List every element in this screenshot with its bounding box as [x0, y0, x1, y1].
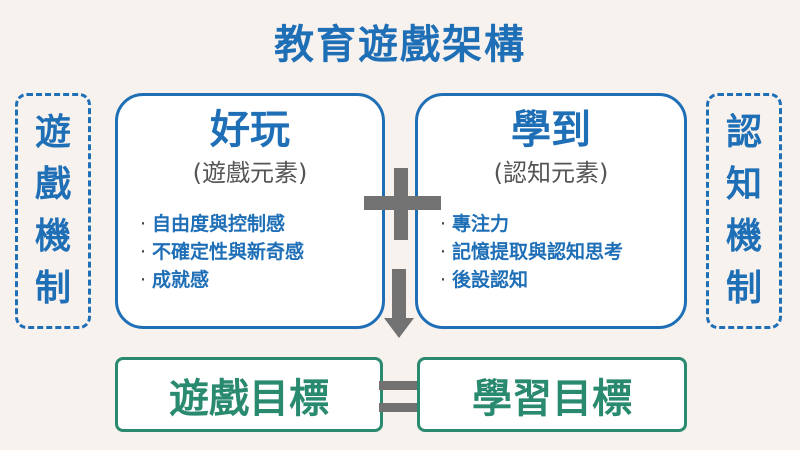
side-char: 認	[725, 112, 762, 153]
game-mechanism-label: 遊 戲 機 制	[15, 93, 91, 329]
fun-box: 好玩 (遊戲元素) ·自由度與控制感 ·不確定性與新奇感 ·成就感	[115, 93, 385, 329]
side-char: 機	[725, 216, 762, 257]
list-item: ·成就感	[140, 266, 304, 294]
equals-bottom-bar	[379, 403, 420, 412]
learn-subheading: (認知元素)	[493, 159, 609, 187]
list-item-text: 不確定性與新奇感	[152, 241, 305, 263]
side-char: 機	[34, 216, 71, 257]
list-item-text: 專注力	[452, 213, 510, 235]
list-item-text: 成就感	[152, 269, 210, 291]
cognitive-mechanism-label: 認 知 機 制	[706, 93, 782, 329]
fun-heading: 好玩	[210, 107, 290, 153]
side-char: 制	[725, 268, 762, 309]
side-char: 知	[725, 164, 762, 205]
learn-list: ·專注力 ·記憶提取與認知思考 ·後設認知	[440, 210, 623, 294]
list-item: ·專注力	[440, 210, 623, 238]
list-item: ·自由度與控制感	[140, 210, 304, 238]
bullet-icon: ·	[440, 213, 447, 235]
side-char: 制	[34, 268, 71, 309]
arrow-head	[384, 318, 414, 338]
bullet-icon: ·	[140, 269, 147, 291]
list-item: ·後設認知	[440, 266, 623, 294]
list-item-text: 後設認知	[452, 269, 529, 291]
side-char: 遊	[34, 112, 71, 153]
game-goal-box: 遊戲目標	[115, 357, 383, 432]
list-item: ·記憶提取與認知思考	[440, 238, 623, 266]
arrow-shaft	[392, 269, 406, 321]
fun-list: ·自由度與控制感 ·不確定性與新奇感 ·成就感	[140, 210, 304, 294]
bullet-icon: ·	[440, 269, 447, 291]
learn-box: 學到 (認知元素) ·專注力 ·記憶提取與認知思考 ·後設認知	[415, 93, 687, 329]
list-item: ·不確定性與新奇感	[140, 238, 304, 266]
fun-subheading: (遊戲元素)	[192, 159, 308, 187]
diagram-title: 教育遊戲架構	[274, 22, 526, 68]
equals-top-bar	[379, 381, 420, 390]
bullet-icon: ·	[140, 241, 147, 263]
list-item-text: 自由度與控制感	[152, 213, 286, 235]
bullet-icon: ·	[440, 241, 447, 263]
list-item-text: 記憶提取與認知思考	[452, 241, 624, 263]
learn-heading: 學到	[511, 107, 591, 153]
side-char: 戲	[34, 164, 71, 205]
plus-vertical-bar	[394, 168, 408, 240]
learning-goal-box: 學習目標	[417, 357, 687, 432]
bullet-icon: ·	[140, 213, 147, 235]
